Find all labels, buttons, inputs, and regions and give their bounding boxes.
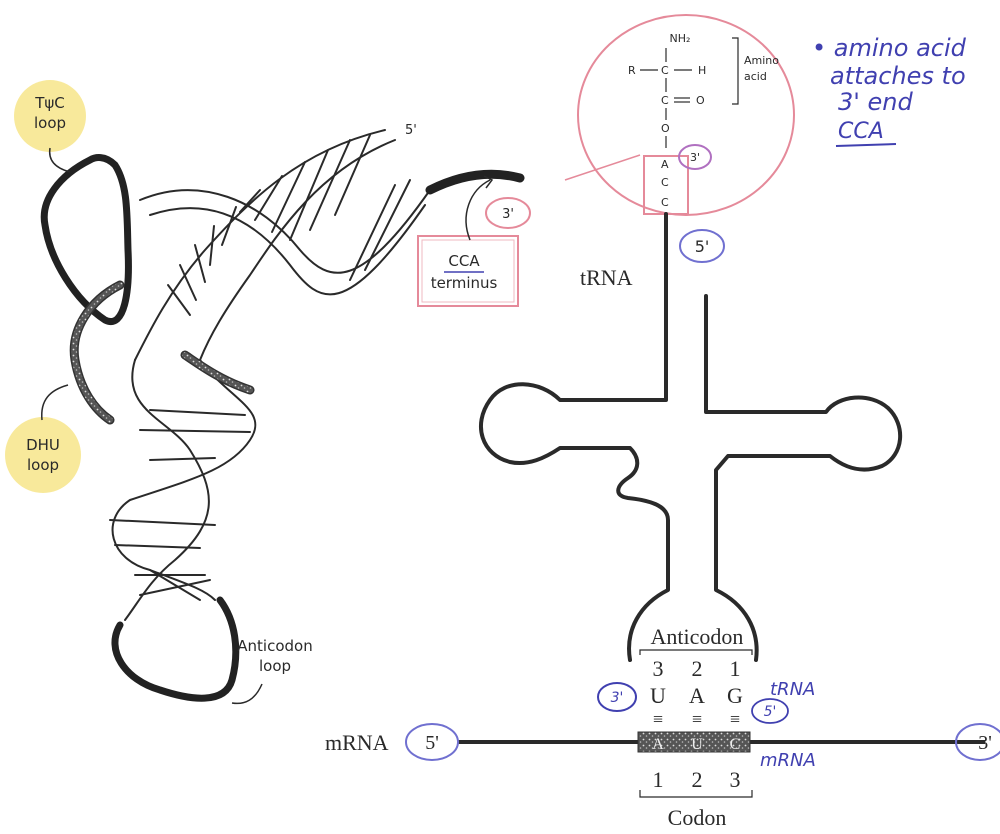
- trna-right-strand: [706, 296, 900, 660]
- cca-label-line2: terminus: [431, 274, 498, 292]
- tpsic-label-line2: loop: [34, 114, 66, 132]
- amino-acid-label-line1: Amino: [744, 54, 779, 67]
- base-c1-text: C: [661, 176, 669, 189]
- h-text: H: [698, 64, 706, 77]
- anticodon-title: Anticodon: [651, 624, 744, 649]
- mrna-strand: A U C mRNA 5' 3' mRNA 1 2 3 Codon: [325, 724, 1000, 830]
- base-a-text: A: [661, 158, 669, 171]
- anticodon-five-prime-text: 5': [764, 704, 777, 720]
- codon-position-2: 2: [692, 767, 703, 792]
- pair-mark-1: ≡: [653, 709, 663, 729]
- trna-five-prime-text: 5': [695, 237, 710, 256]
- cca-label-line1: CCA: [448, 252, 480, 270]
- mrna-handwritten-tag: mRNA: [760, 750, 816, 771]
- anticodon-base-a: A: [689, 683, 705, 708]
- trna-handwritten-tag: tRNA: [770, 679, 815, 700]
- anticodon-base-u: U: [650, 683, 666, 708]
- anticodon-bracket: [640, 650, 752, 655]
- left-five-prime: 5': [405, 123, 417, 138]
- mrna-three-prime-text: 3': [978, 732, 992, 754]
- codon-base-1: A: [652, 736, 664, 753]
- carbonyl-carbon-text: C: [661, 94, 669, 107]
- note-underline: [836, 144, 896, 146]
- anticodon-position-3: 3: [653, 656, 664, 681]
- anticodon-three-prime-text: 3': [611, 690, 624, 706]
- pair-mark-3: ≡: [730, 709, 740, 729]
- codon-position-1: 1: [653, 767, 664, 792]
- amino-acid-block: NH₂ R C H C O O Amino acid A C C 3': [565, 15, 794, 215]
- pink-tick: [565, 155, 640, 180]
- dhu-pointer: [42, 385, 68, 420]
- mrna-five-prime-text: 5': [425, 732, 439, 754]
- anticodon-position-1: 1: [730, 656, 741, 681]
- tpsic-label-line1: TψC: [34, 94, 65, 112]
- trna-3d-ribbon: [110, 130, 430, 620]
- trna-left-strand: [481, 214, 668, 660]
- cca-box: [418, 236, 518, 306]
- note-line-4: CCA: [838, 119, 884, 144]
- cca-box-inner: [422, 240, 514, 302]
- dhu-label-line2: loop: [27, 456, 59, 474]
- trna-cloverleaf: [481, 214, 900, 660]
- trna-3d-loops: [44, 158, 520, 699]
- note-line-3: 3' end: [838, 88, 913, 116]
- base-c2-text: C: [661, 196, 669, 209]
- anticodon-base-g: G: [727, 683, 743, 708]
- dhu-label-line1: DHU: [26, 436, 60, 454]
- dhu-highlight: [5, 417, 81, 493]
- trna-labels: tRNA 5' Anticodon 3 2 1 U A G ≡ ≡ ≡ 3' t…: [580, 230, 815, 729]
- mrna-label: mRNA: [325, 730, 389, 755]
- amino-three-prime-text: 3': [690, 151, 700, 164]
- nh2-text: NH₂: [670, 32, 691, 45]
- handwritten-note: • amino acid attaches to 3' end CCA: [812, 34, 967, 146]
- note-line-1: • amino acid: [812, 34, 967, 62]
- codon-position-3: 3: [730, 767, 741, 792]
- ester-oxygen-text: O: [661, 122, 670, 135]
- note-line-2: attaches to: [830, 62, 966, 90]
- carbonyl-oxygen-text: O: [696, 94, 705, 107]
- amino-acid-label-line2: acid: [744, 70, 767, 83]
- anticodon-pointer: [232, 684, 262, 703]
- trna-label: tRNA: [580, 265, 633, 290]
- anticodon-position-2: 2: [692, 656, 703, 681]
- left-three-prime: 3': [502, 207, 514, 222]
- codon-title: Codon: [668, 805, 727, 830]
- amino-acid-circle: [578, 15, 794, 215]
- alpha-carbon-text: C: [661, 64, 669, 77]
- codon-base-2: U: [691, 736, 703, 753]
- codon-base-3: C: [730, 736, 741, 753]
- pair-mark-2: ≡: [692, 709, 702, 729]
- anticodon-loop-label-line1: Anticodon: [237, 637, 312, 655]
- anticodon-loop-label-line2: loop: [259, 657, 291, 675]
- r-group-text: R: [628, 64, 636, 77]
- amino-acid-bracket: [732, 38, 738, 104]
